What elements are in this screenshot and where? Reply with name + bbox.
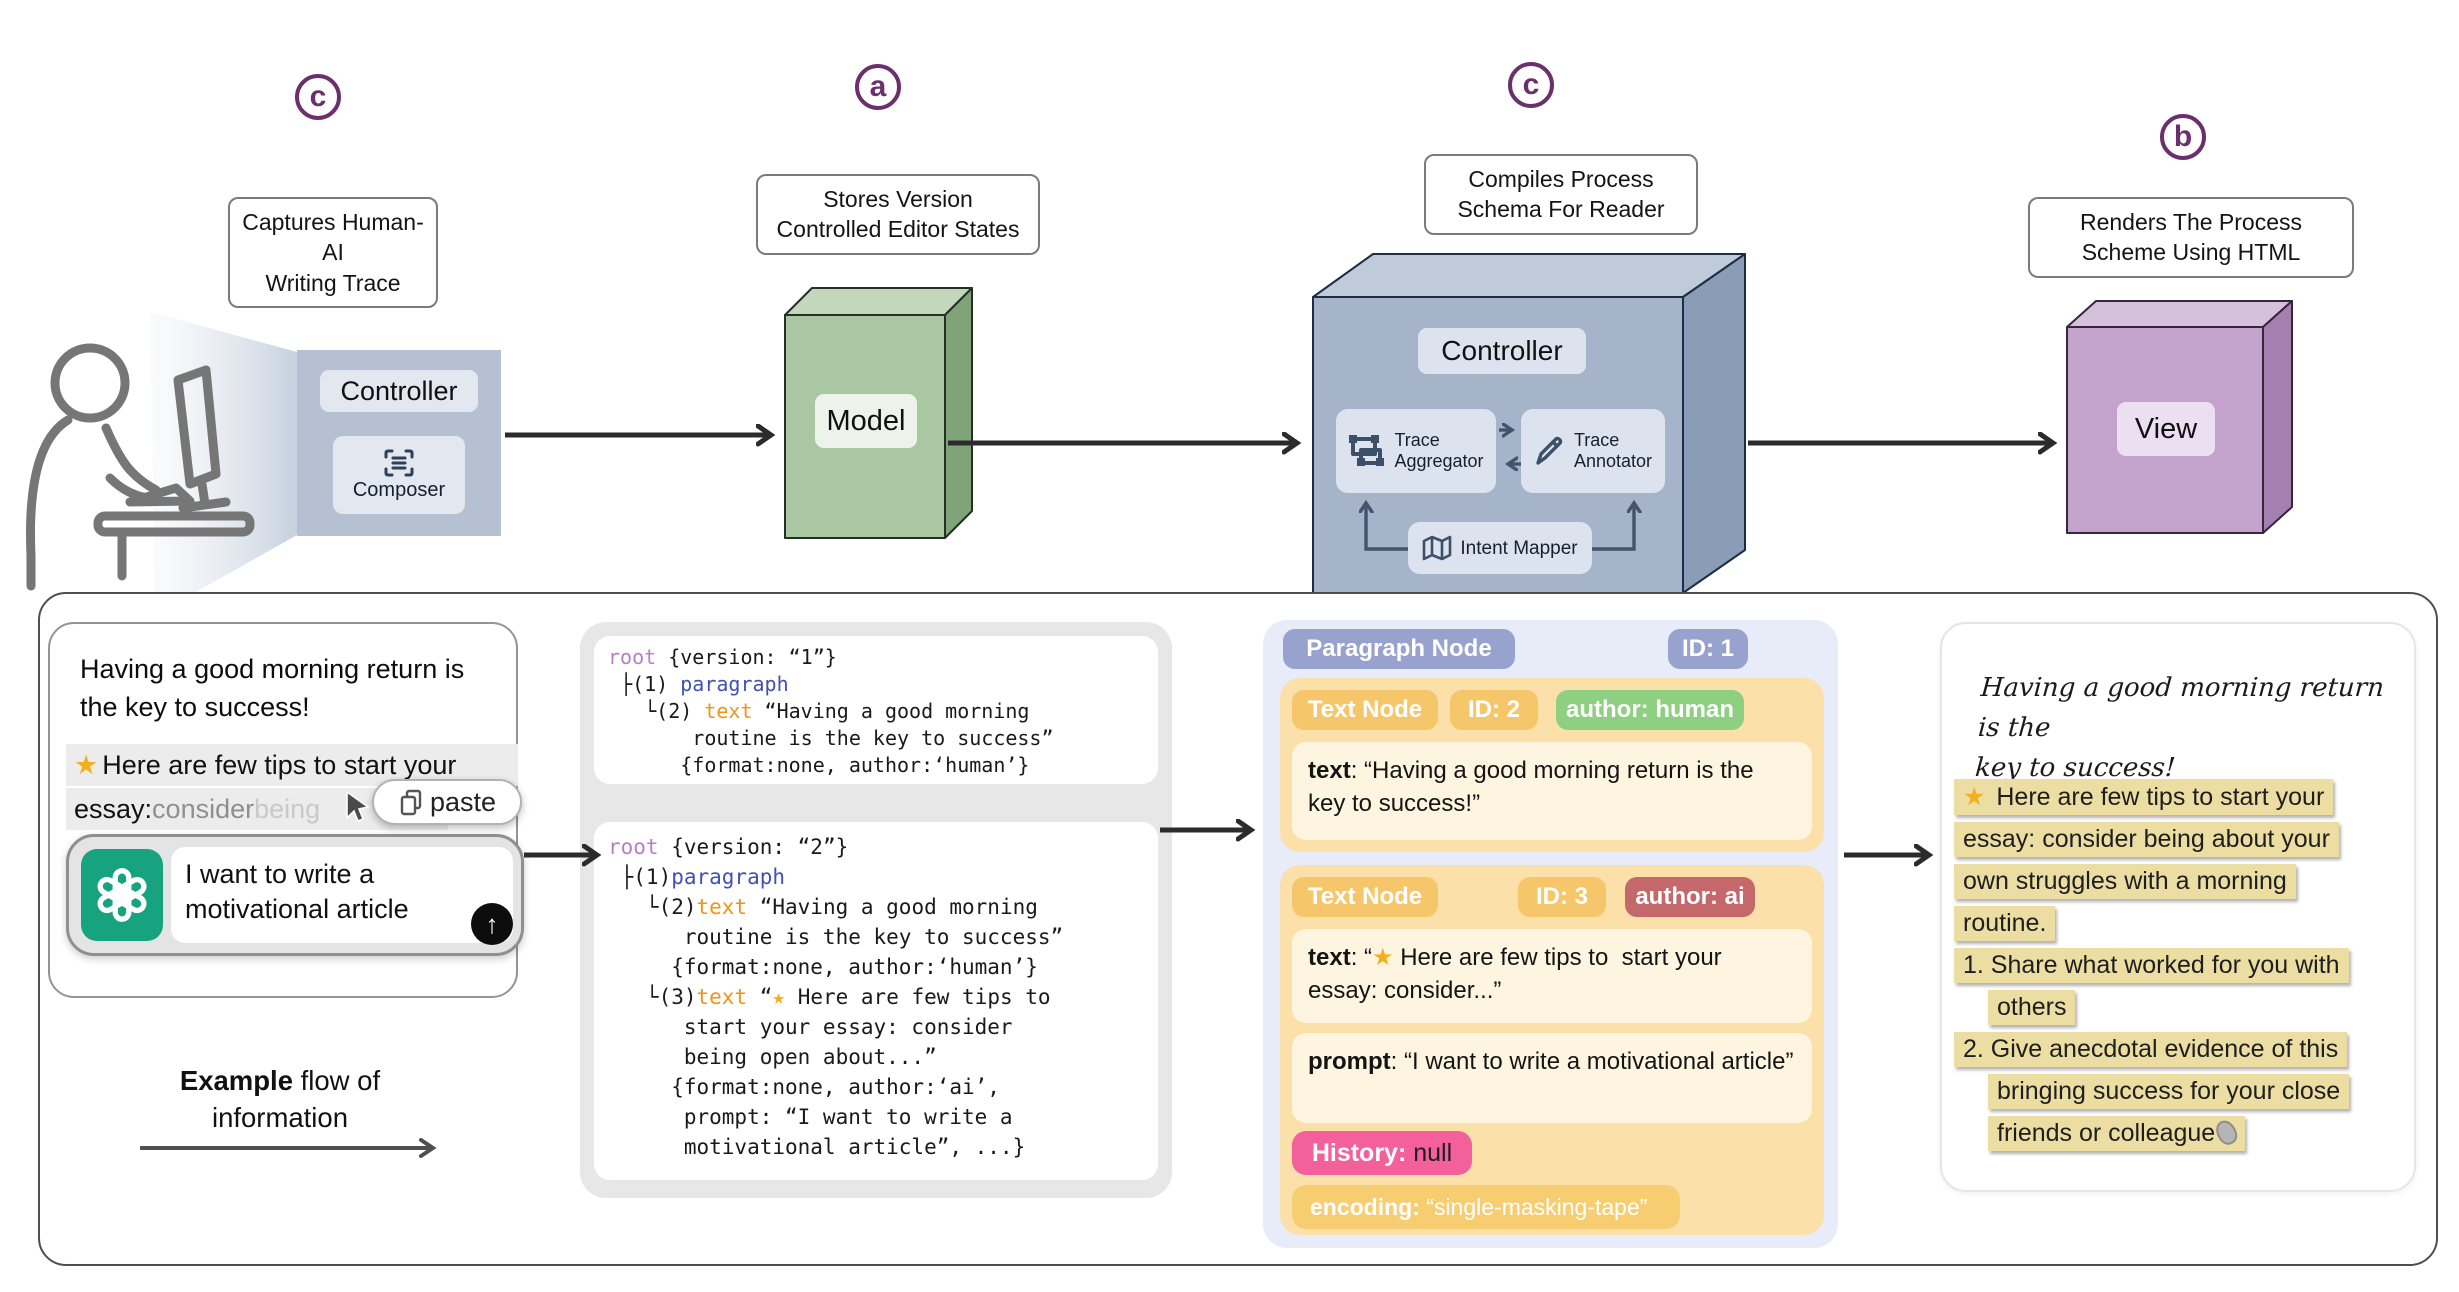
highlighted-suggestions: ★ Here are few tips to start your essay: …: [1954, 779, 2406, 1158]
controller1-label: Controller: [320, 370, 478, 412]
rendered-highlight-line: essay: consider being about your: [1954, 822, 2406, 857]
intent-mapper-label: Intent Mapper: [1460, 537, 1578, 559]
text-node-badge: Text Node: [1292, 690, 1438, 730]
process-schema-panel: Paragraph Node ID: 1 Text Node ID: 2 aut…: [1263, 620, 1838, 1248]
chatgpt-prompt-box: I want to write a motivational article ↑: [66, 834, 524, 956]
text-node-card-ai: Text Node ID: 3 author: ai text: “★ Here…: [1280, 865, 1824, 1235]
intent-mapper-icon: [1423, 535, 1452, 561]
code-block-version1: root {version: “1”} ├(1) paragraph └(2) …: [594, 636, 1158, 784]
code-line: └(3)text “★ Here are few tips to: [608, 985, 1051, 1009]
controller2-label: Controller: [1418, 328, 1586, 374]
text-node-card-human: Text Node ID: 2 author: human text: “Hav…: [1280, 678, 1824, 852]
author-human-badge: author: human: [1556, 690, 1744, 730]
paste-button[interactable]: paste: [372, 779, 522, 825]
code-line: root {version: “1”}: [608, 645, 837, 669]
code-line: {format:none, author:‘ai’,: [608, 1075, 1000, 1099]
step-badge-a: a: [855, 64, 901, 110]
step-badge-b: b: [2160, 114, 2206, 160]
code-line: routine is the key to success”: [608, 726, 1054, 750]
rendered-highlight-line: 1. Share what worked for you with: [1954, 948, 2406, 983]
star-icon: ★: [1372, 944, 1394, 971]
step-badge-c1: c: [295, 74, 341, 120]
code-line: {format:none, author:‘human’}: [608, 955, 1038, 979]
cursor-icon: [346, 790, 370, 823]
code-line: └(2)text “Having a good morning: [608, 895, 1038, 919]
text-value-human: text: “Having a good morning return is t…: [1292, 742, 1812, 840]
trace-annotator-label: Trace Annotator: [1573, 430, 1653, 471]
editor-states-panel: root {version: “1”} ├(1) paragraph └(2) …: [580, 622, 1172, 1198]
trace-aggregator-icon: [1349, 435, 1385, 466]
history-badge: History: null: [1292, 1131, 1472, 1175]
chatgpt-logo: [81, 849, 163, 941]
caption-stores-states: Stores Version Controlled Editor States: [756, 174, 1040, 255]
code-line: motivational article”, ...}: [608, 1135, 1026, 1159]
id1-badge: ID: 1: [1668, 629, 1748, 669]
encoding-badge: encoding: “single-masking-tape”: [1292, 1185, 1680, 1229]
caption-renders-html: Renders The Process Scheme Using HTML: [2028, 197, 2354, 278]
prompt-input[interactable]: I want to write a motivational article: [171, 847, 513, 943]
rendered-highlight-line: routine.: [1954, 906, 2406, 941]
composer-label: Composer: [352, 478, 446, 501]
code-line: root {version: “2”}: [608, 835, 849, 859]
rendered-highlight-line: others: [1988, 990, 2406, 1025]
composer-chip: Composer: [333, 436, 465, 514]
star-icon: ★: [74, 749, 99, 780]
trace-annotator-icon: [1536, 436, 1563, 465]
id3-badge: ID: 3: [1518, 877, 1606, 917]
rendered-highlight-line: 2. Give anecdotal evidence of this: [1954, 1032, 2406, 1067]
code-line: {format:none, author:‘human’}: [608, 753, 1030, 777]
caption-captures-trace: Captures Human-AI Writing Trace: [228, 197, 438, 309]
trace-annotator-chip: Trace Annotator: [1521, 409, 1665, 493]
rendered-highlight-line: own struggles with a morning: [1954, 864, 2406, 899]
paragraph-node-badge: Paragraph Node: [1283, 629, 1515, 669]
paste-label: paste: [429, 786, 497, 817]
trace-aggregator-label: Trace Aggregator: [1394, 430, 1484, 471]
prompt-value: prompt: “I want to write a motivational …: [1292, 1033, 1812, 1123]
view-label: View: [2117, 402, 2215, 456]
caption-compiles-schema: Compiles Process Schema For Reader: [1424, 154, 1698, 235]
example-flow-caption: Example flow of information: [179, 1065, 381, 1133]
star-icon: ★: [1963, 783, 1986, 811]
pen-cursor-icon: [2212, 1117, 2241, 1148]
model-label: Model: [815, 394, 917, 448]
step-badge-c2: c: [1508, 62, 1554, 108]
composer-icon: [384, 449, 414, 476]
code-line: └(2) text “Having a good morning: [608, 699, 1030, 723]
intent-mapper-chip: Intent Mapper: [1408, 522, 1592, 574]
copy-icon: [400, 789, 422, 816]
send-button[interactable]: ↑: [471, 903, 513, 945]
rendered-view-panel: Having a good morning return is the key …: [1940, 622, 2416, 1192]
text-node-badge: Text Node: [1292, 877, 1438, 917]
editor-text: Having a good morning return is the key …: [80, 654, 465, 722]
editor-example-panel: Having a good morning return is the key …: [48, 622, 524, 998]
code-block-version2: root {version: “2”} ├(1)paragraph └(2)te…: [594, 822, 1158, 1180]
code-line: ├(1) paragraph: [608, 672, 789, 696]
text-value-ai: text: “★ Here are few tips to start your…: [1292, 929, 1812, 1023]
trace-aggregator-chip: Trace Aggregator: [1336, 409, 1496, 493]
person-at-computer-icon: [26, 343, 255, 591]
rendered-highlight-line: bringing success for your close: [1988, 1074, 2406, 1109]
rendered-highlight-line: ★ Here are few tips to start your: [1954, 779, 2406, 815]
rendered-highlight-line: friends or colleague: [1988, 1116, 2406, 1151]
code-line: ├(1)paragraph: [608, 865, 786, 889]
code-line: routine is the key to success”: [608, 925, 1064, 949]
id2-badge: ID: 2: [1450, 690, 1538, 730]
code-line: start your essay: consider: [608, 1015, 1013, 1039]
author-ai-badge: author: ai: [1625, 877, 1755, 917]
code-line: prompt: “I want to write a: [608, 1105, 1013, 1129]
handwritten-text: Having a good morning return is the key …: [1974, 673, 2385, 783]
code-line: being open about...”: [608, 1045, 937, 1069]
